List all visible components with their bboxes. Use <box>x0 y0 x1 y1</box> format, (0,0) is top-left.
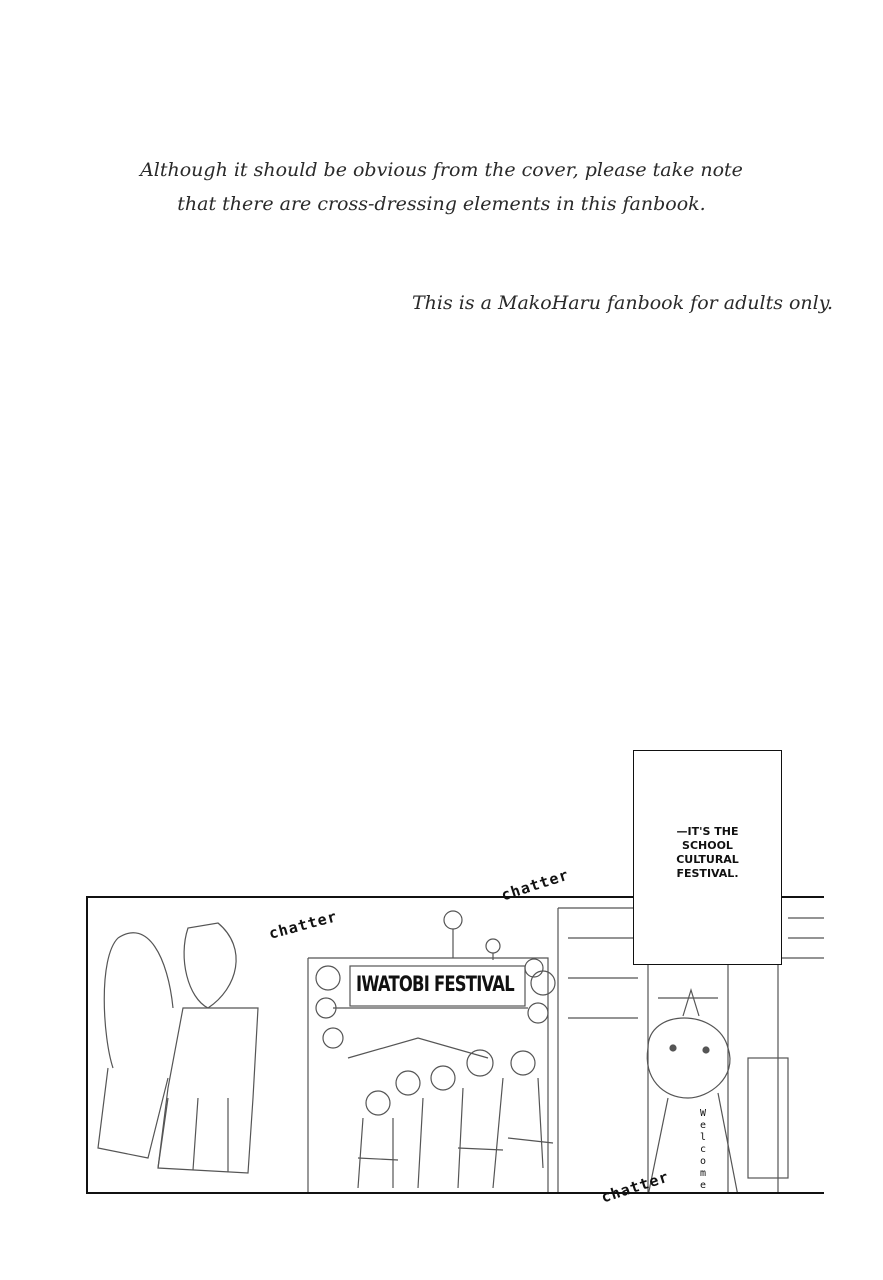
balloon <box>443 910 463 930</box>
gate-ornament <box>530 970 556 996</box>
building-window <box>747 1057 789 1179</box>
caption-text: —IT'S THE SCHOOL CULTURAL FESTIVAL. <box>676 824 739 880</box>
mascot-eye <box>702 1046 710 1054</box>
manga-panel <box>86 896 824 1194</box>
festival-gate <box>307 957 549 1192</box>
mascot-hat <box>682 987 700 1017</box>
content-warning-line-1: Although it should be obvious from the c… <box>140 159 743 181</box>
mascot <box>646 1017 731 1099</box>
gate-ornament <box>322 1027 344 1049</box>
crowd-head <box>430 1065 456 1091</box>
crowd-head <box>466 1049 494 1077</box>
gate-ornament <box>315 965 341 991</box>
gate-sign-board <box>349 965 526 1007</box>
girl-left-body <box>97 1067 169 1159</box>
crowd-skirts <box>357 1137 554 1161</box>
crowd-head <box>395 1070 421 1096</box>
balloon-string <box>452 929 494 960</box>
caption-box: —IT'S THE SCHOOL CULTURAL FESTIVAL. <box>633 750 782 965</box>
building-outline <box>777 908 824 1192</box>
sign-text: IWATOBI FESTIVAL <box>356 972 515 996</box>
mascot-welcome-sign: Welcome <box>699 1108 707 1191</box>
balloon <box>485 938 501 954</box>
panel-illustration <box>97 907 824 1192</box>
crowd-head <box>510 1050 536 1076</box>
girl-center-hair <box>183 922 237 1009</box>
tent <box>347 1037 489 1059</box>
mascot-body <box>648 1092 738 1192</box>
crowd-head <box>365 1090 391 1116</box>
gate-ornament <box>524 958 544 978</box>
content-warning-line-2: that there are cross-dressing elements i… <box>177 193 706 215</box>
building-outline <box>568 937 718 1019</box>
girl-left-hair <box>103 932 174 1069</box>
adult-notice: This is a MakoHaru fanbook for adults on… <box>411 292 833 314</box>
mascot-eye <box>669 1044 677 1052</box>
girl-center-body <box>157 1007 259 1174</box>
gate-ornament <box>315 997 337 1019</box>
crowd-bodies <box>357 1077 544 1189</box>
gate-ornament <box>527 1002 549 1024</box>
skirt-lines <box>157 1097 229 1172</box>
